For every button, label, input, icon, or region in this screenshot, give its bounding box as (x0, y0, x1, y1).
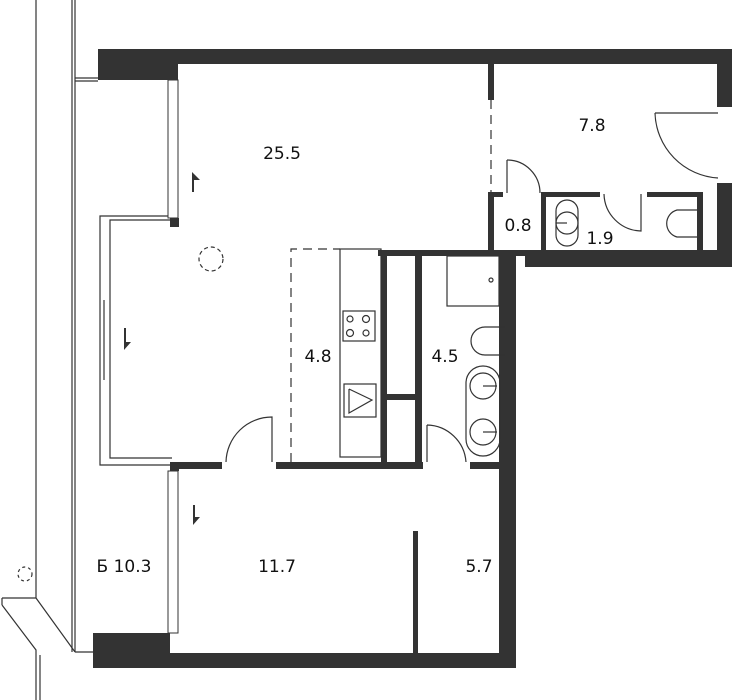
room-area-wc: 1.9 (586, 229, 613, 249)
room-area-hallway: 7.8 (578, 116, 605, 136)
room-area-kitchen: 4.8 (304, 347, 331, 367)
bathtub-sinks-icon (465, 365, 501, 457)
kitchen-counter (339, 248, 382, 458)
area-labels: 25.5 7.8 0.8 1.9 4.8 4.5 Б 10.3 11.7 5.7 (97, 116, 614, 577)
stove-icon (342, 310, 376, 342)
balcony-railing (1, 0, 98, 700)
windows (99, 79, 179, 634)
zone-boundaries (198, 100, 492, 462)
room-area-bathroom: 4.5 (431, 347, 458, 367)
entry-arrow-icon (124, 328, 131, 350)
room-area-dressing: 5.7 (465, 557, 492, 577)
doors (225, 112, 719, 463)
shower-icon (446, 255, 500, 307)
sink-icon (343, 383, 377, 418)
wc-toilet-icon (666, 209, 697, 238)
toilet-icon (470, 326, 505, 356)
room-area-bedroom: 11.7 (258, 557, 296, 577)
fixtures (124, 172, 697, 525)
room-area-living: 25.5 (263, 144, 301, 164)
room-area-balcony: Б 10.3 (97, 557, 152, 577)
walls (93, 49, 732, 668)
entry-arrow-icon (192, 172, 200, 192)
room-area-closet: 0.8 (504, 216, 531, 236)
entry-arrow-icon (193, 505, 200, 525)
